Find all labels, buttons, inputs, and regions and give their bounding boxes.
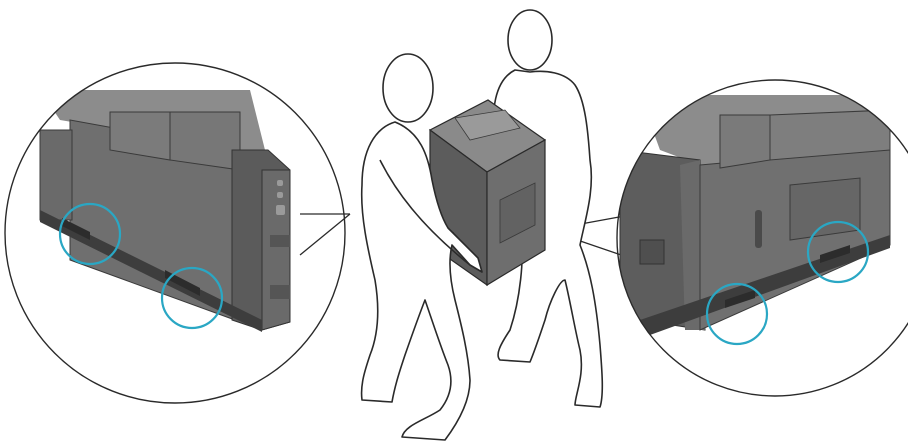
right-printer-closeup [620, 95, 890, 335]
carrying-scene [362, 10, 603, 440]
person-right-head [508, 10, 552, 70]
person-left-head [383, 54, 433, 122]
left-printer-closeup [40, 90, 290, 332]
left-callout-line-bottom [300, 214, 350, 255]
right-detail-view [548, 80, 908, 396]
left-detail-view [5, 63, 350, 403]
